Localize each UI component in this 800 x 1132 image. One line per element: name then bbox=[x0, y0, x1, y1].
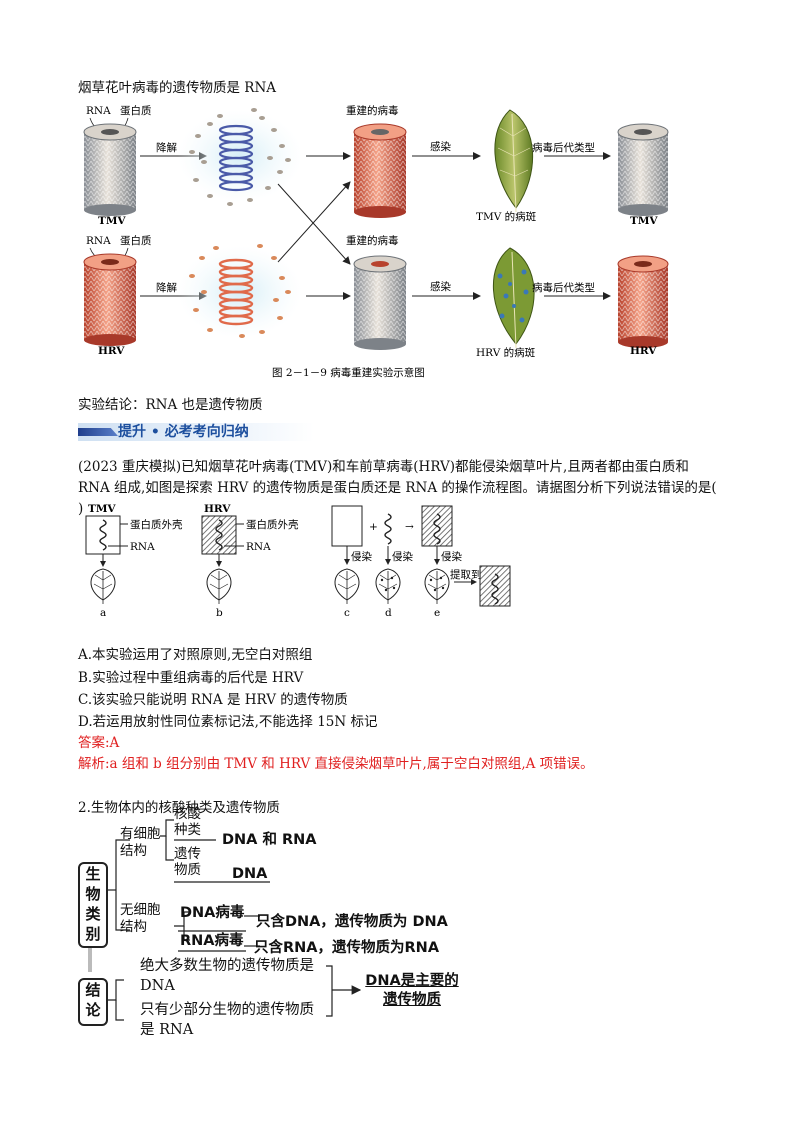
tobacco-leaf-hrv-icon bbox=[492, 247, 535, 349]
dna-virus-value: 只含DNA，遗传物质为 DNA bbox=[256, 914, 448, 930]
offspring-label-1: 病毒后代类型 bbox=[532, 141, 595, 154]
fig2-letter-a: a bbox=[100, 607, 106, 619]
genetic-material-label: 遗传物质 bbox=[174, 846, 201, 878]
fig2-infect-label-e: 侵染 bbox=[441, 550, 462, 563]
rebuilt-virus-1-icon bbox=[353, 123, 407, 218]
tmv-spot-label: TMV 的病斑 bbox=[476, 210, 537, 223]
figure1-caption: 图 2－1－9 病毒重建实验示意图 bbox=[272, 366, 425, 379]
option-c: C.该实验只能说明 RNA 是 HRV 的遗传物质 bbox=[78, 692, 348, 708]
biology-category-text: 生物类别 bbox=[85, 865, 101, 943]
virus-reconstruction-diagram: RNA 蛋白质 TMV 降解 重建的病毒 bbox=[83, 104, 669, 379]
hrv-virus-icon bbox=[83, 253, 137, 346]
hrv-label-1: HRV bbox=[98, 345, 125, 357]
conclusion-box-text: 结论 bbox=[85, 981, 101, 1019]
final-conclusion: DNA是主要的遗传物质 bbox=[365, 973, 459, 1008]
svg-text:+: + bbox=[369, 521, 378, 533]
option-d: D.若运用放射性同位素标记法,不能选择 15N 标记 bbox=[78, 714, 378, 730]
fig2-letter-b: b bbox=[216, 607, 223, 619]
banner-accent bbox=[78, 428, 118, 436]
option-b: B.实验过程中重组病毒的后代是 HRV bbox=[78, 670, 304, 686]
rna-label-bottom: RNA bbox=[86, 235, 111, 247]
tobacco-leaf-tmv-icon bbox=[494, 109, 533, 213]
rebuilt-label-1: 重建的病毒 bbox=[346, 104, 399, 117]
rna-label-top: RNA bbox=[86, 105, 111, 117]
section-banner bbox=[78, 423, 314, 441]
conclusion-1: 绝大多数生物的遗传物质是 DNA bbox=[140, 958, 314, 994]
tmv-label-1: TMV bbox=[98, 215, 126, 227]
tmv-virus-icon bbox=[83, 123, 137, 216]
tmv-label-2: TMV bbox=[630, 215, 658, 227]
fig2-extract-label: 提取到 bbox=[450, 569, 482, 581]
fig2-letter-e: e bbox=[434, 607, 440, 619]
infect-label-1: 感染 bbox=[430, 140, 451, 153]
tmv-offspring-icon bbox=[617, 123, 669, 216]
hrv-spot-label: HRV 的病斑 bbox=[476, 346, 536, 359]
section2-title: 2.生物体内的核酸种类及遗传物质 bbox=[78, 800, 280, 816]
acellular-label: 无细胞结构 bbox=[120, 902, 161, 935]
fig2-shell-label-a: 蛋白质外壳 bbox=[130, 518, 183, 531]
fig2-hrv-label: HRV bbox=[204, 503, 231, 515]
experiment-conclusion: 实验结论：RNA 也是遗传物质 bbox=[78, 397, 263, 413]
hrv-offspring-icon bbox=[617, 255, 669, 348]
infect-label-2: 感染 bbox=[430, 280, 451, 293]
conclusion-2: 只有少部分生物的遗传物质是 RNA bbox=[140, 1002, 314, 1038]
fig2-shell-label-b: 蛋白质外壳 bbox=[246, 518, 299, 531]
nucleic-types-value: DNA 和 RNA bbox=[222, 832, 317, 848]
svg-text:→: → bbox=[405, 521, 414, 533]
rna-virus-value: 只含RNA，遗传物质为RNA bbox=[254, 940, 440, 956]
degrade-label-1: 降解 bbox=[156, 141, 177, 154]
fig2-rna-label-a: RNA bbox=[130, 541, 155, 553]
classification-connectors bbox=[88, 819, 362, 1021]
conclusion-box: 结论 bbox=[78, 978, 108, 1026]
rna-virus-label: RNA病毒 bbox=[180, 933, 244, 949]
answer: 答案:A bbox=[78, 735, 120, 751]
degrade-label-2: 降解 bbox=[156, 281, 177, 294]
protein-label-bottom: 蛋白质 bbox=[120, 234, 152, 247]
rebuilt-virus-2-icon bbox=[353, 255, 407, 350]
degraded-tmv-icon bbox=[178, 108, 302, 206]
option-a: A.本实验运用了对照原则,无空白对照组 bbox=[78, 647, 313, 663]
figure1-heading: 烟草花叶病毒的遗传物质是 RNA bbox=[78, 80, 277, 96]
question-stem: (2023 重庆模拟)已知烟草花叶病毒(TMV)和车前草病毒(HRV)都能侵染烟… bbox=[78, 459, 717, 517]
fig2-rna-label-b: RNA bbox=[246, 541, 271, 553]
cellular-label: 有细胞结构 bbox=[120, 826, 161, 859]
biology-category-box: 生物类别 bbox=[78, 862, 108, 948]
fig2-infect-label-d: 侵染 bbox=[392, 550, 413, 563]
rebuilt-label-2: 重建的病毒 bbox=[346, 234, 399, 247]
protein-label-top: 蛋白质 bbox=[120, 104, 152, 117]
fig2-letter-c: c bbox=[344, 607, 350, 619]
banner-title: 提升 • 必考考向归纳 bbox=[118, 424, 249, 440]
offspring-label-2: 病毒后代类型 bbox=[532, 281, 595, 294]
hrv-experiment-diagram: TMV 蛋白质外壳 RNA a HRV 蛋白质外壳 RNA b + → 侵染 侵… bbox=[85, 503, 511, 619]
fig2-letter-d: d bbox=[385, 607, 392, 619]
fig2-tmv-label: TMV bbox=[88, 503, 116, 515]
hrv-label-2: HRV bbox=[630, 345, 657, 357]
degraded-hrv-icon bbox=[178, 244, 302, 338]
genetic-material-value: DNA bbox=[232, 866, 268, 882]
analysis: 解析:a 组和 b 组分别由 TMV 和 HRV 直接侵染烟草叶片,属于空白对照… bbox=[78, 756, 594, 772]
nucleic-types-label: 核酸种类 bbox=[174, 806, 201, 838]
dna-virus-label: DNA病毒 bbox=[180, 905, 245, 921]
fig2-infect-label-c: 侵染 bbox=[351, 550, 372, 563]
